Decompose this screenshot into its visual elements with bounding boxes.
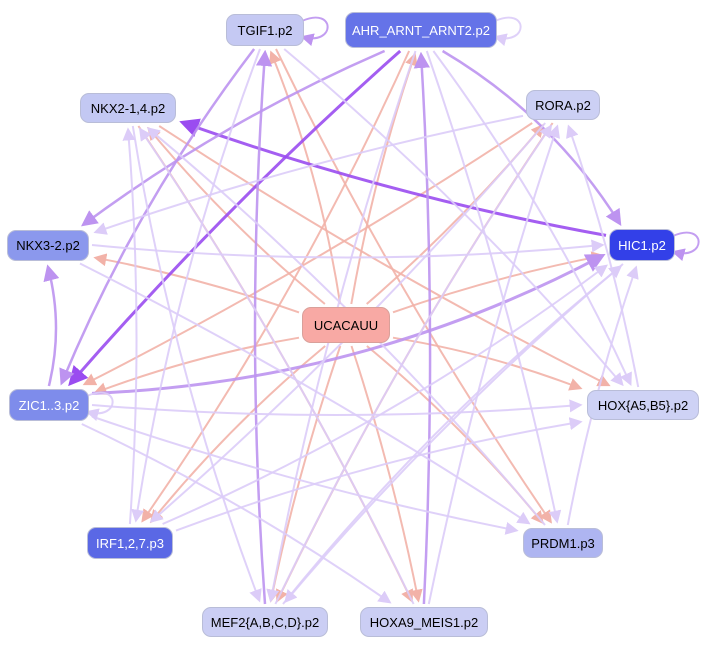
graph-edge-mef2-tgif1 [253,49,273,605]
graph-node-prdm1[interactable]: PRDM1.p3 [523,528,603,558]
graph-node-mef2[interactable]: MEF2{A,B,C,D}.p2 [202,607,328,637]
graph-edge-ahr-zic13 [68,49,402,387]
graph-edge-zic13-prdm1 [91,415,519,535]
graph-edge-nkx32-prdm1 [79,262,531,525]
graph-node-rora[interactable]: RORA.p2 [526,90,600,120]
graph-self-loop-tgif1 [300,16,329,46]
graph-node-hoxa9meis1[interactable]: HOXA9_MEIS1.p2 [360,607,488,637]
graph-edge-hoxa9meis1-ahr [413,51,432,605]
graph-edge-rora-zic13 [82,122,533,386]
graph-edge-hoxa9meis1-nkx214 [138,127,415,605]
graph-edge-hic1-mef2 [284,263,624,604]
graph-edge-zic13-hic1 [91,253,606,395]
graph-edge-ahr-nkx32 [80,49,386,227]
graph-edge-nkx214-mef2 [131,125,262,603]
graph-edge-tgif1-prdm1 [275,48,552,524]
graph-edge-hoxa5b5-rora [566,124,640,388]
graph-edge-irf127-hic1 [162,264,608,525]
graph-node-irf127[interactable]: IRF1,2,7.p3 [87,527,173,559]
graph-node-hic1[interactable]: HIC1.p2 [609,229,675,261]
graph-edge-irf127-hoxa5b5 [175,417,583,532]
graph-edge-rora-nkx32 [93,114,524,235]
graph-node-ucacauu[interactable]: UCACAUU [302,307,390,343]
graph-edge-zic13-nkx32 [43,264,60,387]
graph-node-nkx214[interactable]: NKX2-1,4.p2 [80,93,176,123]
graph-node-nkx32[interactable]: NKX3-2.p2 [7,229,89,261]
graph-edge-ucacauu-nkx32 [93,253,300,314]
graph-self-loop-hic1 [671,231,700,261]
graph-edge-ahr-irf127 [141,50,411,523]
graph-edge-hoxa9meis1-rora [427,124,560,605]
graph-edge-nkx32-hic1 [91,239,605,259]
graph-edge-mef2-rora [274,124,553,605]
graph-edge-ucacauu-nkx214 [147,126,326,305]
graph-edge-ucacauu-hoxa9meis1 [350,345,423,603]
graph-edge-ucacauu-hic1 [392,251,605,314]
graph-node-zic13[interactable]: ZIC1..3.p2 [9,389,89,421]
graph-node-hoxa5b5[interactable]: HOX{A5,B5}.p2 [587,390,699,420]
graph-edge-ahr-hoxa5b5 [432,50,632,386]
graph-node-tgif1[interactable]: TGIF1.p2 [226,14,304,46]
graph-edge-tgif1-irf127 [131,48,261,523]
graph-edge-ahr-prdm1 [425,50,562,524]
graph-edge-zic13-hoxa9meis1 [81,423,392,604]
graph-self-loop-zic13 [85,391,114,421]
graph-edge-irf127-nkx214 [122,127,138,525]
graph-self-loop-ahr [493,16,522,46]
graph-edge-zic13-hoxa5b5 [91,399,583,416]
graph-edge-tgif1-hoxa5b5 [283,48,624,387]
graph-node-ahr[interactable]: AHR_ARNT_ARNT2.p2 [345,12,497,48]
graph-edge-ucacauu-tgif1 [269,50,342,305]
